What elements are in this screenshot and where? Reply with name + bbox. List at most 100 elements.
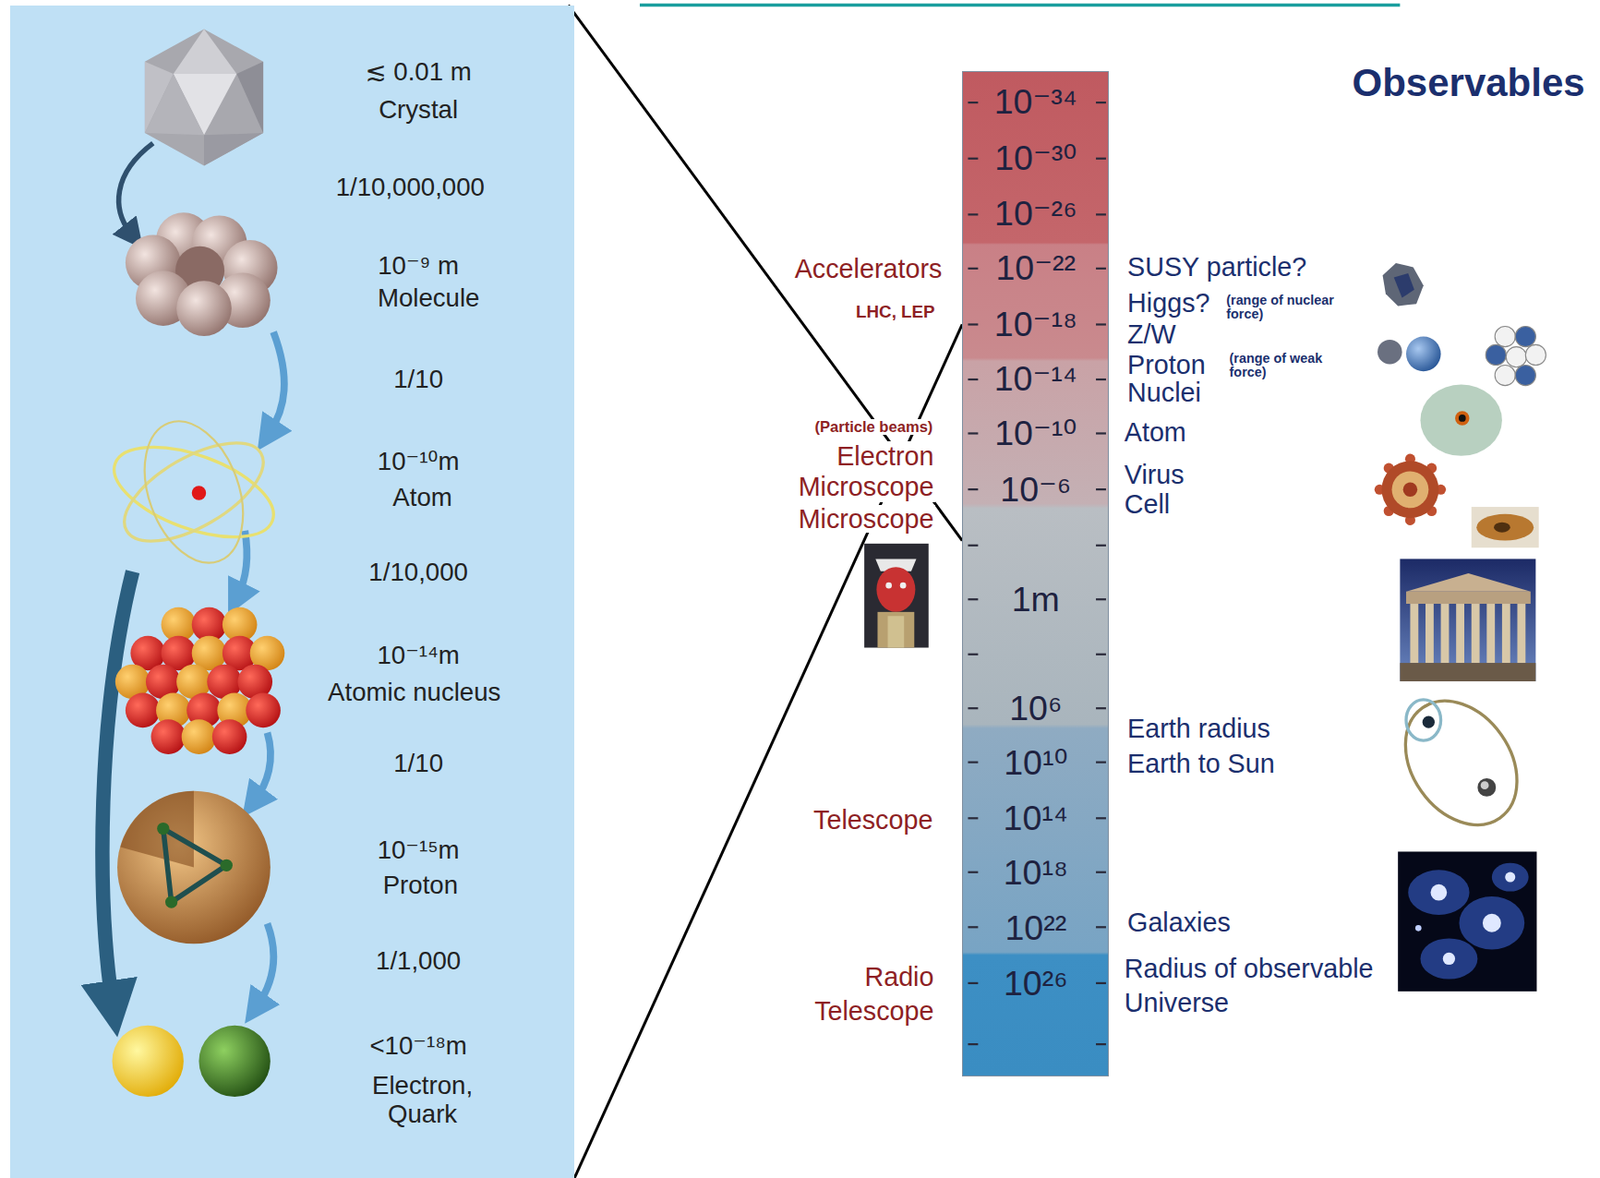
parthenon-photo <box>1399 558 1536 682</box>
nucleus-icon <box>245 692 281 728</box>
rock-icon <box>1383 263 1424 306</box>
object-label: Atom <box>1122 418 1189 446</box>
flow-arrows <box>102 571 133 1002</box>
scale-label: 10⁻¹⁴m <box>376 641 459 669</box>
scale-label: 1/1,000 <box>375 947 461 975</box>
instrument-label: LHC, LEP <box>854 302 938 322</box>
parthenon-photo <box>1399 662 1536 682</box>
tick-marks <box>1095 433 1107 435</box>
tick-marks <box>1095 818 1107 820</box>
scale-value: 10²⁶ <box>1003 965 1069 1002</box>
tick-marks <box>968 818 979 820</box>
tick-marks <box>1095 982 1107 985</box>
virus-icon <box>1403 482 1418 497</box>
sphere-icons <box>1377 336 1442 373</box>
scale-value: 10⁻¹⁸ <box>994 306 1078 343</box>
tick-marks <box>968 324 979 326</box>
proton-icon <box>163 828 228 903</box>
scale-value: 10⁻¹⁰ <box>994 415 1077 452</box>
scale-label: Atomic nucleus <box>327 678 501 706</box>
atom-cell-icon <box>1419 384 1502 456</box>
nucleus-icon <box>115 606 285 754</box>
tick-marks <box>968 926 979 929</box>
scale-value: 10¹⁸ <box>1003 854 1069 891</box>
tick-marks <box>1095 324 1107 326</box>
virus-icon <box>1374 454 1446 526</box>
scale-label: Proton <box>383 871 458 899</box>
scale-label: Electron, Quark <box>350 1071 494 1130</box>
galaxy-photo <box>1431 884 1448 902</box>
instrument-label: Microscope <box>796 505 937 533</box>
orbit-icon <box>1406 699 1442 741</box>
flow-arrows <box>102 143 285 1007</box>
cell-photo <box>1493 522 1511 533</box>
parthenon-photo <box>1486 603 1495 663</box>
virus-icon <box>1392 470 1430 508</box>
tick-marks <box>968 267 979 270</box>
person-photo <box>885 582 892 590</box>
nucleus-icon <box>1505 347 1527 368</box>
rock-icon <box>1383 263 1424 306</box>
virus-icon <box>1381 460 1439 518</box>
object-label: Earth to Sun <box>1125 749 1277 778</box>
scale-bar: 10⁻³⁴10⁻³⁰10⁻²⁶10⁻²²10⁻¹⁸10⁻¹⁴10⁻¹⁰10⁻⁶1… <box>962 71 1109 1076</box>
tick-marks <box>968 761 979 764</box>
parthenon-photo <box>1399 558 1536 682</box>
proton-icon <box>120 790 194 867</box>
nucleus-icon <box>1515 365 1536 386</box>
zoom-line <box>568 5 963 542</box>
scale-value: 10⁻³⁰ <box>994 140 1077 177</box>
orbit-icon <box>1422 716 1435 729</box>
scale-value: 10⁻³⁴ <box>994 84 1078 121</box>
scale-label: Atom <box>392 483 452 511</box>
object-label: Cell <box>1122 490 1172 518</box>
tick-marks <box>1095 488 1107 491</box>
tick-marks <box>1095 598 1107 601</box>
crystal-icon <box>236 60 264 133</box>
galaxy-photo <box>1491 863 1529 892</box>
tick-marks <box>968 544 979 547</box>
parthenon-photo <box>1441 603 1450 663</box>
nucleus-icon <box>1494 326 1516 348</box>
object-label: (range of weak force) <box>1227 351 1326 380</box>
cell-photo <box>1471 506 1540 548</box>
parthenon-photo <box>1406 591 1531 604</box>
tick-marks <box>968 598 979 601</box>
crystal-icon <box>204 132 264 166</box>
scale-label: Molecule <box>377 284 481 312</box>
object-label: Galaxies <box>1125 908 1233 937</box>
scale-label: 10⁻¹⁵m <box>377 836 460 864</box>
atom-icon <box>192 485 206 500</box>
object-label: Radius of observable Universe <box>1122 951 1395 1022</box>
parthenon-photo <box>1425 603 1434 663</box>
tick-marks <box>1095 378 1107 381</box>
galaxy-photo <box>1397 851 1537 991</box>
scale-label: 1/10 <box>393 365 444 393</box>
object-label: Nuclei <box>1125 378 1204 407</box>
flow-arrows <box>269 331 285 433</box>
atom-cell-icon <box>1458 414 1467 422</box>
flow-arrows <box>254 732 271 800</box>
scale-value: 10⁶ <box>1009 690 1062 727</box>
molecule-icon <box>176 280 232 337</box>
orbit-icon <box>1382 679 1540 846</box>
scale-value: 10⁻²² <box>995 250 1076 287</box>
nucleus-icon <box>1494 365 1516 386</box>
orbit-icon <box>1477 778 1496 797</box>
nucleus-icon <box>212 719 248 755</box>
galaxy-photo <box>1482 914 1502 933</box>
cell-photo <box>1476 514 1534 542</box>
scale-label: 1/10,000 <box>368 558 469 586</box>
elementary-particles <box>112 1024 271 1096</box>
tick-marks <box>1095 157 1107 160</box>
proton-icon <box>117 790 271 944</box>
galaxy-photo <box>1407 869 1469 915</box>
nucleus-icon <box>125 692 161 728</box>
instrument-label: (Particle beams) <box>812 419 935 435</box>
cell-photo <box>1471 506 1540 548</box>
parthenon-photo <box>1502 603 1511 663</box>
scale-label: <10⁻¹⁸m <box>369 1032 467 1059</box>
nucleus-icon <box>1485 326 1546 386</box>
crystal-icon <box>144 28 264 166</box>
scale-label: 1/10,000,000 <box>336 173 485 201</box>
